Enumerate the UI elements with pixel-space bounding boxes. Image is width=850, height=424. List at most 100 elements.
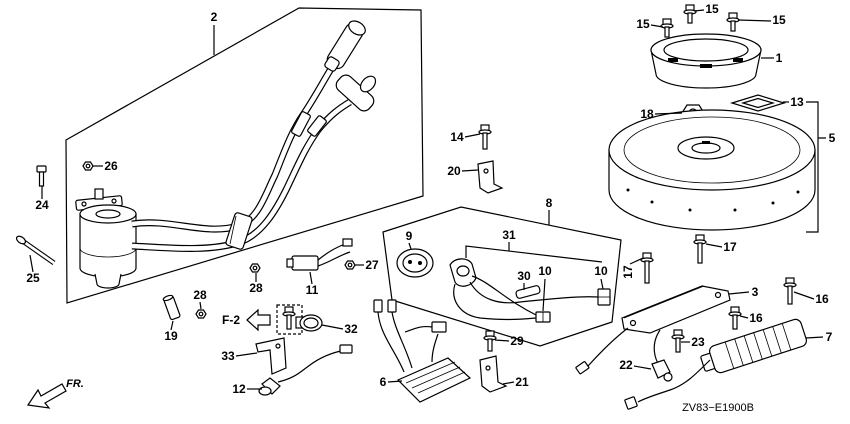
coil-assembly-panel [65, 7, 424, 304]
callout-label: 1 [776, 51, 783, 65]
bracket-20 [477, 160, 504, 194]
callout-label: 12 [232, 382, 246, 396]
bolt-29 [483, 330, 497, 352]
callout-label: 18 [640, 107, 654, 121]
leader-line [629, 257, 644, 265]
callout-label: 9 [406, 229, 413, 243]
ignition-coil [75, 188, 137, 289]
callout-label: 15 [636, 17, 650, 31]
callout-label: 31 [502, 228, 516, 242]
diagram-code: ZV83−E1900B [682, 402, 754, 414]
leader-line [793, 291, 815, 300]
bolt-15-middle [683, 4, 697, 24]
sleeve-30 [515, 285, 541, 299]
leader-line [805, 336, 824, 339]
nut-28-upper [249, 263, 261, 273]
connector-10-right [597, 288, 611, 306]
callout-label: 21 [515, 375, 529, 389]
harness-31 [449, 258, 599, 321]
leader-line [739, 315, 749, 319]
bracket-33 [255, 337, 287, 375]
callout-label: 27 [365, 258, 379, 272]
nut-27 [344, 260, 356, 270]
bolt-17-lower [640, 252, 654, 284]
leader-line [737, 19, 772, 22]
bolt-14 [478, 124, 492, 150]
leader-line [728, 291, 750, 295]
reference-arrow [246, 308, 271, 332]
leader-line [705, 243, 723, 248]
callout-label: 7 [826, 330, 833, 344]
flywheel-5 [608, 109, 816, 231]
connector-9 [396, 248, 434, 278]
callout-label: 5 [829, 131, 836, 145]
leader-bracket [806, 101, 826, 233]
spark-plug-cap-lower [335, 74, 377, 112]
sensor-11 [286, 238, 353, 271]
leader-line [461, 169, 479, 172]
nut-26 [82, 161, 94, 171]
leader-line [170, 320, 174, 331]
callout-label: 24 [35, 198, 49, 212]
leader-line [464, 133, 481, 138]
callout-label: 10 [538, 264, 552, 278]
regulator-6 [373, 299, 472, 403]
callout-label: 19 [164, 329, 178, 343]
leader-line [542, 278, 546, 312]
leader-line [309, 271, 313, 285]
leader-line [29, 254, 34, 273]
gasket-13 [729, 94, 787, 112]
bolt-15-right [726, 12, 740, 32]
bracket-21 [479, 355, 508, 393]
leader-line [693, 9, 705, 12]
callout-label: 15 [772, 13, 786, 27]
bolt-23 [671, 329, 685, 353]
callout-label: 28 [249, 281, 263, 295]
callout-label: 25 [26, 271, 40, 285]
bolt-17-upper [693, 234, 707, 264]
callout-label: 8 [546, 196, 553, 210]
leader-line [633, 365, 652, 370]
callout-label: 6 [380, 375, 387, 389]
callout-label: 28 [193, 288, 207, 302]
leader-line [408, 242, 412, 250]
bolt-15-left [660, 18, 674, 38]
leader-bracket [465, 242, 603, 263]
charge-coil-7 [624, 318, 808, 410]
callout-label: 33 [221, 349, 235, 363]
leader-line [235, 352, 258, 357]
front-direction-arrow [26, 383, 67, 409]
leader-line [650, 24, 664, 28]
leader-line [502, 381, 515, 385]
leader-line [321, 324, 344, 330]
callout-label: 14 [450, 130, 464, 144]
callout-label: 20 [447, 164, 461, 178]
spark-plug-cap-upper [324, 20, 366, 72]
front-marker: FR. [66, 378, 84, 390]
callout-label: 13 [790, 95, 804, 109]
callout-label: 3 [752, 285, 759, 299]
callout-label: 16 [749, 311, 763, 325]
callout-label: 11 [306, 283, 319, 297]
callout-label: 17 [621, 265, 635, 279]
lead-grommet [225, 212, 253, 250]
nut-28-lower [195, 309, 207, 319]
leader-line [600, 278, 604, 290]
high-tension-leads [131, 62, 352, 252]
leader-line [199, 301, 202, 310]
clamp-32 [295, 314, 323, 332]
pin-19 [162, 294, 181, 321]
bolt-16-upper [783, 277, 797, 305]
callout-label: 30 [517, 269, 531, 283]
reference-marker: F-2 [222, 313, 240, 327]
starter-cup-1 [650, 33, 762, 89]
bolt-in-reference-box [282, 306, 296, 330]
callout-label: 29 [510, 334, 524, 348]
screw-24 [36, 165, 47, 187]
leader-line [654, 112, 683, 115]
clamp-22 [651, 359, 673, 382]
leader-line [387, 380, 403, 383]
callout-labels: 2 15 15 15 1 13 5 18 14 26 20 24 8 9 31 … [26, 2, 835, 414]
leader-lines [29, 9, 826, 390]
